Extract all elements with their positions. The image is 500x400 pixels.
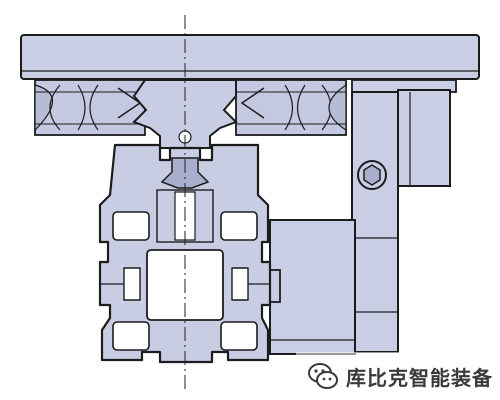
aluminium-profile [98, 130, 272, 364]
wechat-icon [308, 363, 338, 389]
left-roller-block [34, 79, 146, 136]
profile-hole [220, 211, 258, 241]
mounting-plate [269, 219, 356, 355]
carriage-plate [20, 34, 480, 80]
screw-head-icon [357, 160, 387, 190]
profile-hole [112, 211, 150, 241]
side-bracket [351, 79, 457, 353]
profile-hole [220, 321, 258, 351]
watermark-text: 库比克智能装备 [346, 365, 493, 390]
watermark: 库比克智能装备 [296, 352, 500, 400]
right-roller-block [235, 79, 347, 136]
profile-hole [112, 321, 150, 351]
